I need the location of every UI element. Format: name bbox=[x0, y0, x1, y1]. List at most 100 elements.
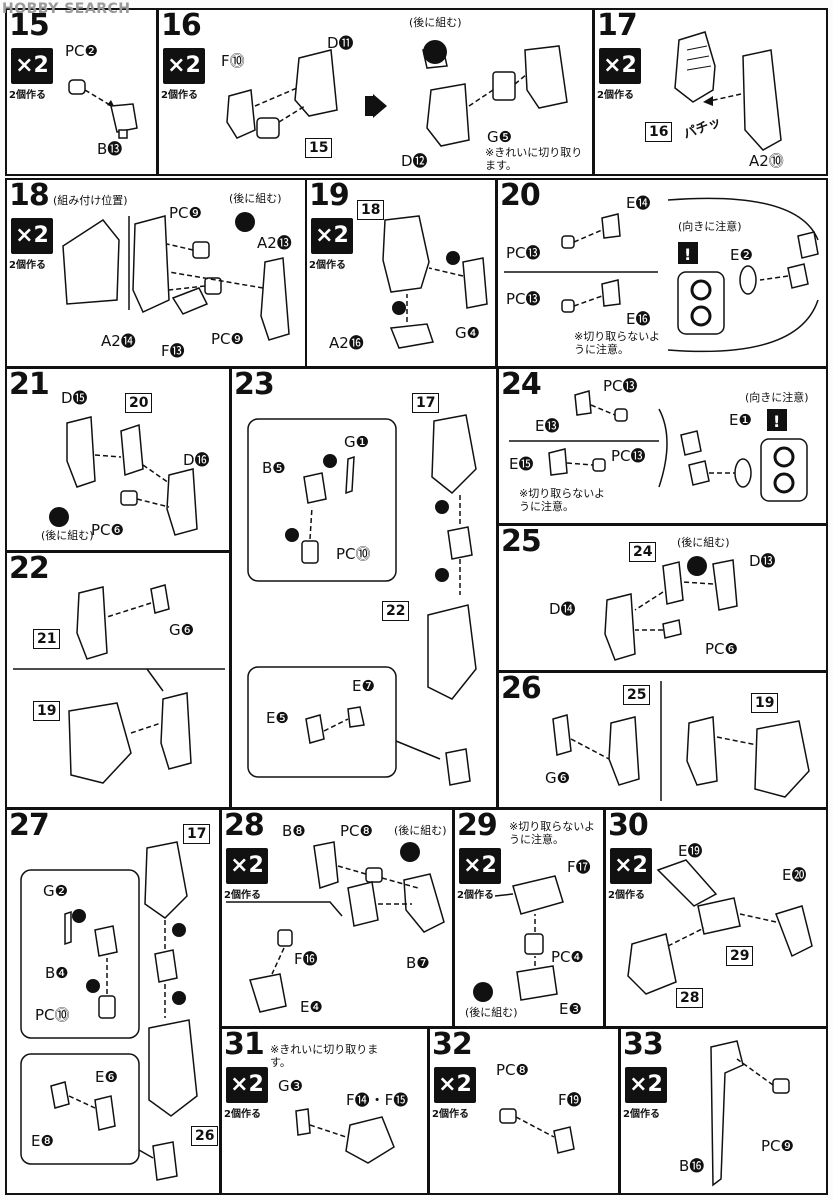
part-label: PC⓾ bbox=[336, 545, 371, 563]
step-number: 30 bbox=[608, 808, 649, 843]
part-label: A2⓰ bbox=[329, 334, 364, 352]
step-number: 16 bbox=[161, 8, 202, 43]
part-label: PC❷ bbox=[65, 42, 98, 60]
multiplier-badge: ×2 bbox=[599, 48, 641, 84]
step-reference-box: 16 bbox=[645, 122, 673, 142]
step-reference-box: 26 bbox=[191, 1126, 219, 1146]
step-reference-box: 24 bbox=[629, 542, 657, 562]
part-label: B❹ bbox=[45, 964, 69, 982]
part-label: E❽ bbox=[31, 1132, 54, 1150]
part-label: PC⓭ bbox=[611, 447, 646, 465]
step-number: 22 bbox=[9, 551, 50, 586]
step-number: 17 bbox=[597, 8, 638, 43]
part-label: B⓭ bbox=[97, 140, 123, 158]
step-25-drawing bbox=[604, 556, 738, 661]
step-number: 33 bbox=[623, 1027, 664, 1062]
make-two-note: 2個作る bbox=[608, 890, 645, 901]
step-31-drawing bbox=[295, 1108, 395, 1164]
part-label: D⓭ bbox=[749, 552, 776, 570]
part-label: PC❽ bbox=[496, 1061, 529, 1079]
step-number: 27 bbox=[9, 808, 50, 843]
step-number: 25 bbox=[501, 524, 542, 559]
step-15-drawing bbox=[68, 79, 138, 139]
step-17-drawing bbox=[674, 31, 782, 151]
step-33-drawing bbox=[710, 1040, 790, 1187]
step-16-drawing bbox=[226, 40, 568, 147]
part-label: G❺ bbox=[487, 128, 513, 146]
multiplier-badge: ×2 bbox=[11, 218, 53, 254]
step-32-panel: 32 ×2 2個作る PC❽ F⓳ bbox=[428, 1027, 620, 1195]
part-label: D⓮ bbox=[549, 600, 576, 618]
make-two-note: 2個作る bbox=[457, 890, 494, 901]
step-number: 29 bbox=[457, 808, 498, 843]
clean-cut-note: ※きれいに切り取ります。 bbox=[485, 146, 583, 172]
part-label: PC❹ bbox=[551, 948, 584, 966]
part-label: G❶ bbox=[344, 433, 370, 451]
multiplier-badge: ×2 bbox=[11, 48, 53, 84]
part-label: E⓯ bbox=[509, 455, 534, 473]
part-label: E⓰ bbox=[626, 310, 651, 328]
assemble-later-note: (後に組む) bbox=[41, 529, 94, 542]
step-19-drawing bbox=[382, 215, 488, 349]
part-label: E❺ bbox=[266, 709, 289, 727]
step-reference-box: 17 bbox=[183, 824, 211, 844]
part-label: G❹ bbox=[455, 324, 481, 342]
part-label: E❷ bbox=[730, 246, 753, 264]
part-label: E❼ bbox=[352, 677, 375, 695]
step-reference-box: 19 bbox=[751, 693, 779, 713]
clean-cut-note: ※きれいに切り取ります。 bbox=[270, 1043, 379, 1069]
step-number: 18 bbox=[9, 178, 50, 213]
step-25-panel: 25 24 D⓭ D⓮ PC❻ (後に組む) bbox=[497, 524, 828, 672]
assemble-later-note: (後に組む) bbox=[394, 824, 447, 837]
part-label: E❻ bbox=[95, 1068, 118, 1086]
part-label: E❹ bbox=[300, 998, 323, 1016]
part-label: PC⓭ bbox=[603, 377, 638, 395]
step-21-drawing bbox=[49, 416, 198, 536]
part-label: F⓮・F⓯ bbox=[346, 1091, 409, 1109]
make-two-note: 2個作る bbox=[161, 90, 198, 101]
step-29-drawing bbox=[473, 875, 564, 1002]
step-33-panel: 33 ×2 2個作る B⓰ PC❾ bbox=[619, 1027, 828, 1195]
step-reference-box: 15 bbox=[305, 138, 333, 158]
part-label: A2⓮ bbox=[101, 332, 136, 350]
part-label: B❽ bbox=[282, 822, 306, 840]
part-label: G❸ bbox=[278, 1077, 304, 1095]
make-two-note: 2個作る bbox=[432, 1109, 469, 1120]
step-21-panel: 21 D⓯ 20 D⓰ PC❻ (後に組む) bbox=[5, 367, 231, 552]
part-label: PC⓭ bbox=[506, 244, 541, 262]
make-two-note: 2個作る bbox=[597, 90, 634, 101]
step-24-panel: 24 PC⓭ E⓭ E⓯ PC⓭ E❶ (向きに注意) ※切り取らないように注意… bbox=[497, 367, 828, 525]
multiplier-badge: ×2 bbox=[434, 1067, 476, 1103]
part-label: PC❾ bbox=[761, 1137, 794, 1155]
step-18-panel: 18 ×2 2個作る (組み付け位置) (後に組む) PC❾ A2⓭ A2⓮ F… bbox=[5, 178, 307, 368]
part-label: E⓴ bbox=[782, 866, 807, 884]
part-label: D⓯ bbox=[61, 389, 88, 407]
do-not-cut-note: ※切り取らないように注意。 bbox=[519, 487, 605, 513]
multiplier-badge: ×2 bbox=[226, 1067, 268, 1103]
make-two-note: 2個作る bbox=[309, 260, 346, 271]
step-number: 26 bbox=[501, 671, 542, 706]
step-31-panel: 31 ×2 2個作る ※きれいに切り取ります。 G❸ F⓮・F⓯ bbox=[220, 1027, 429, 1195]
part-label: PC⓾ bbox=[35, 1006, 70, 1024]
step-reference-box: 18 bbox=[357, 200, 385, 220]
make-two-note: 2個作る bbox=[9, 260, 46, 271]
step-20-panel: 20 E⓮ PC⓭ PC⓭ E⓰ E❷ (向きに注意) ※切り取らないように注意… bbox=[496, 178, 828, 368]
step-19-panel: 19 ×2 2個作る 18 A2⓰ G❹ bbox=[305, 178, 497, 368]
part-label: B⓰ bbox=[679, 1157, 705, 1175]
part-label: PC❻ bbox=[91, 521, 124, 539]
step-number: 24 bbox=[501, 367, 542, 402]
mind-direction-note: (向きに注意) bbox=[678, 220, 742, 233]
make-two-note: 2個作る bbox=[623, 1109, 660, 1120]
part-label: E❶ bbox=[729, 411, 752, 429]
step-27-panel: 27 17 G❷ B❹ PC⓾ E❻ E❽ 26 bbox=[5, 808, 221, 1195]
step-30-panel: 30 ×2 2個作る E⓳ E⓴ 29 28 bbox=[604, 808, 828, 1028]
step-29-panel: 29 ×2 2個作る ※切り取らないように注意。 F⓱ PC❹ E❸ (後に組む… bbox=[453, 808, 605, 1028]
step-number: 32 bbox=[432, 1027, 473, 1062]
multiplier-badge: ×2 bbox=[610, 848, 652, 884]
step-number: 20 bbox=[500, 178, 541, 213]
make-two-note: 2個作る bbox=[224, 890, 261, 901]
watermark: HOBBY SEARCH bbox=[2, 1, 131, 17]
step-reference-box: 21 bbox=[33, 629, 61, 649]
mind-direction-note: (向きに注意) bbox=[745, 391, 809, 404]
